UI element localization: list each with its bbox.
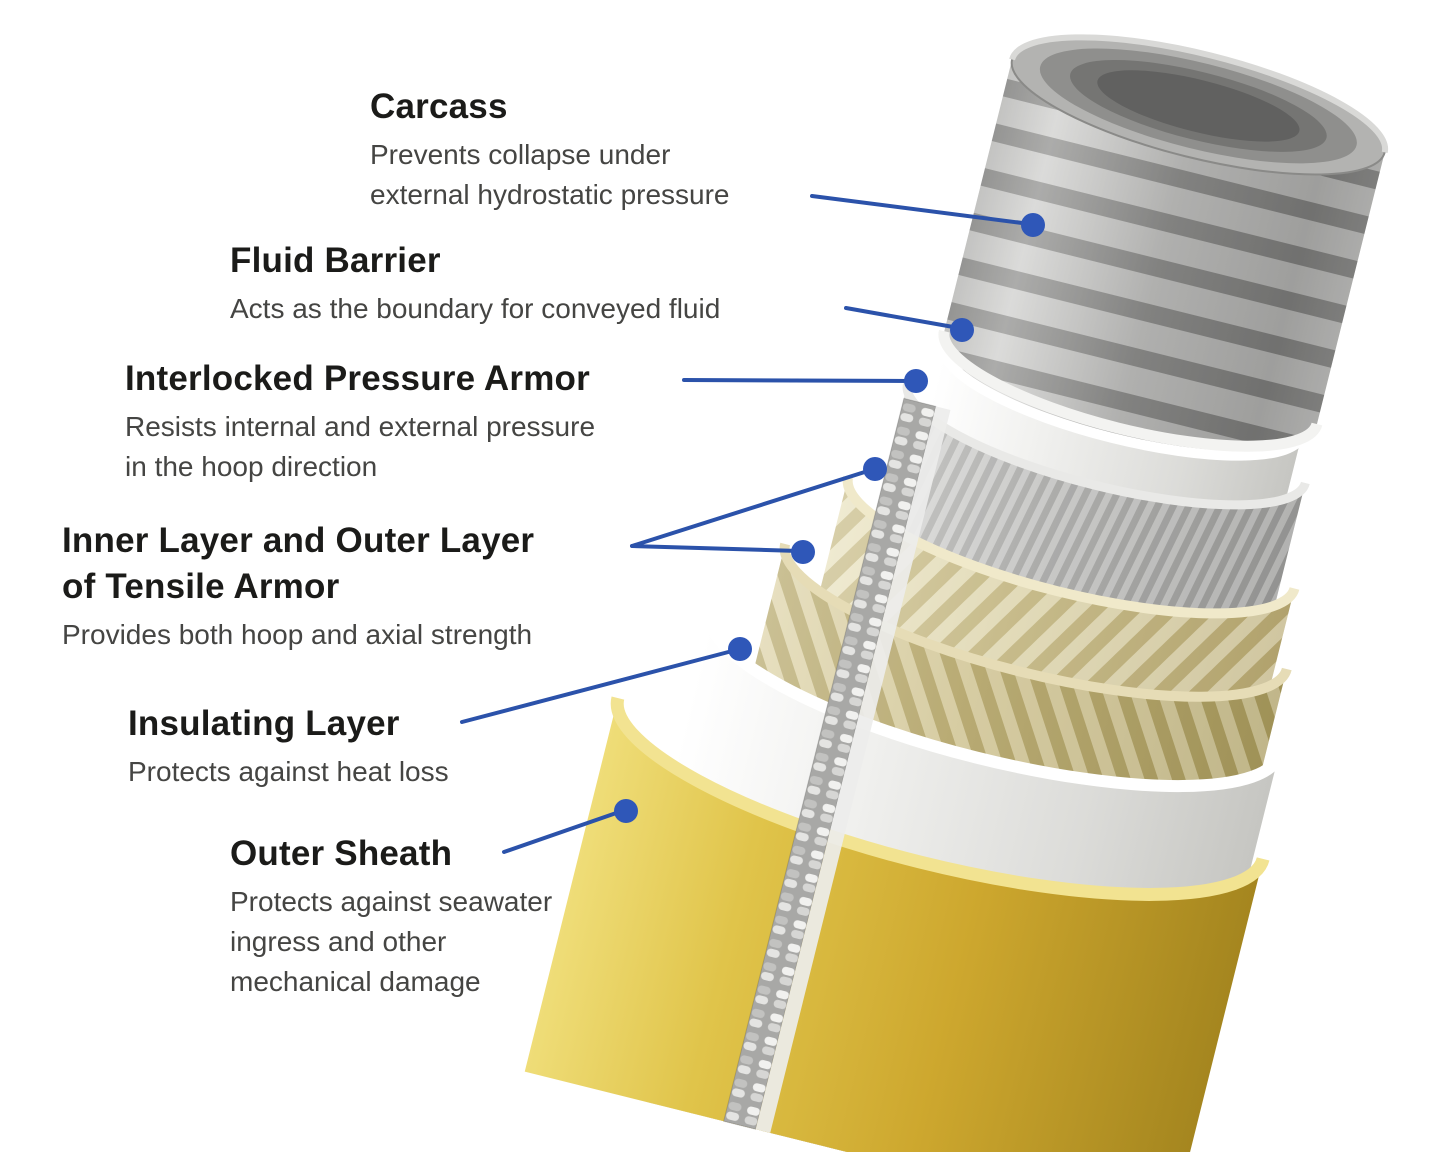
label-pressure-armor-desc: Resists internal and external pressure i… <box>125 411 596 483</box>
label-outer-sheath-title: Outer Sheath <box>230 834 453 873</box>
label-pressure-armor-title: Interlocked Pressure Armor <box>125 359 590 398</box>
leader-dot-outer-sheath <box>614 799 638 823</box>
label-carcass-title: Carcass <box>370 87 508 126</box>
label-insulating-layer-desc: Protects against heat loss <box>128 756 449 788</box>
leader-dots <box>614 213 1045 823</box>
leader-line-tensile-armor-outer <box>630 544 801 553</box>
label-tensile-armor-title: Inner Layer and Outer Layer of Tensile A… <box>62 521 535 607</box>
pipe-opening <box>1009 34 1389 176</box>
pipe-group <box>524 34 1389 1152</box>
leader-line-tensile-armor-inner <box>630 468 873 548</box>
pipe-cut-edge-zipper <box>723 397 951 1133</box>
label-pressure-armor: Interlocked Pressure Armor Resists inter… <box>125 356 595 487</box>
label-carcass: Carcass Prevents collapse under external… <box>370 84 730 215</box>
leader-line-fluid-barrier <box>844 306 961 330</box>
label-outer-sheath-desc: Protects against seawater ingress and ot… <box>230 886 553 998</box>
leader-dot-insulating <box>728 637 752 661</box>
leader-dot-tensile-armor-inner <box>863 457 887 481</box>
label-tensile-armor-desc: Provides both hoop and axial strength <box>62 619 533 651</box>
leader-line-outer-sheath <box>502 809 624 854</box>
pipe-layer-outer-sheath <box>524 696 1270 1152</box>
leader-dot-carcass <box>1021 213 1045 237</box>
label-insulating-layer-title: Insulating Layer <box>128 704 400 743</box>
leader-line-insulating <box>460 648 738 724</box>
label-tensile-armor: Inner Layer and Outer Layer of Tensile A… <box>62 518 534 655</box>
label-fluid-barrier: Fluid Barrier Acts as the boundary for c… <box>230 238 720 329</box>
label-insulating-layer: Insulating Layer Protects against heat l… <box>128 701 449 792</box>
label-fluid-barrier-title: Fluid Barrier <box>230 241 441 280</box>
label-carcass-desc: Prevents collapse under external hydrost… <box>370 139 730 211</box>
leader-dot-pressure-armor <box>904 369 928 393</box>
leader-dot-tensile-armor-outer <box>791 540 815 564</box>
label-outer-sheath: Outer Sheath Protects against seawater i… <box>230 831 552 1002</box>
leader-line-pressure-armor <box>682 378 914 383</box>
leader-line-carcass <box>810 194 1032 226</box>
leader-lines <box>460 194 1032 854</box>
leader-dot-fluid-barrier <box>950 318 974 342</box>
label-fluid-barrier-desc: Acts as the boundary for conveyed fluid <box>230 293 721 325</box>
